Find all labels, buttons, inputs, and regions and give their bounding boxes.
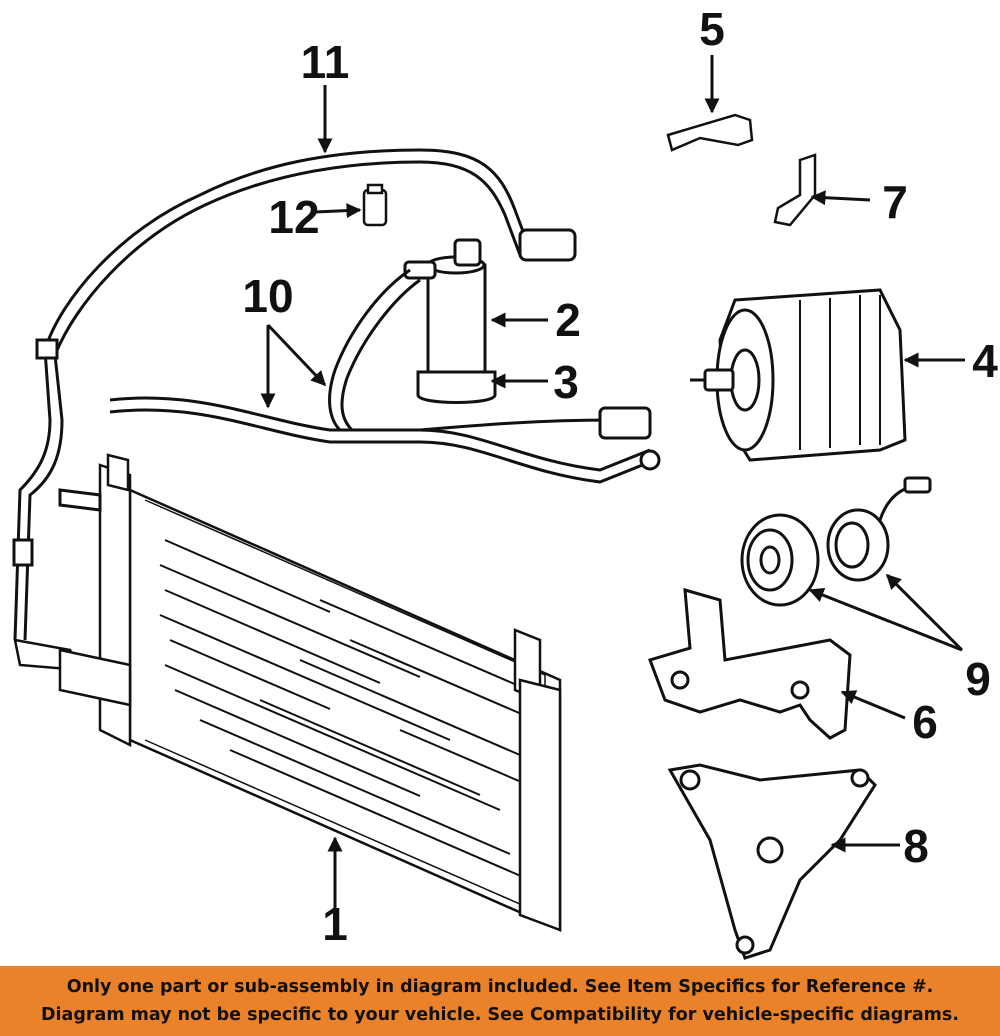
callout-labels: 1 2 3 4 5 6 7 8 9 10 11 12 — [242, 3, 998, 950]
callout-4: 4 — [972, 335, 998, 387]
disclaimer-banner: Only one part or sub-assembly in diagram… — [0, 966, 1000, 1036]
callout-11: 11 — [301, 36, 350, 88]
hose-lines-drawing — [58, 268, 661, 512]
callout-1: 1 — [322, 898, 348, 950]
disclaimer-line-1: Only one part or sub-assembly in diagram… — [66, 977, 934, 997]
callout-3: 3 — [553, 356, 579, 408]
hose-bracket-drawing — [773, 153, 817, 227]
parts-diagram: 1 2 3 4 5 6 7 8 9 10 11 12 — [12, 3, 998, 960]
callout-2: 2 — [555, 294, 581, 346]
callout-8: 8 — [903, 820, 929, 872]
pressure-switch-drawing — [362, 183, 388, 227]
compressor-drawing — [690, 288, 907, 462]
callout-leaders — [260, 55, 965, 915]
callout-12: 12 — [268, 191, 319, 243]
lower-mount-bracket-drawing — [667, 763, 877, 960]
condenser-drawing — [13, 453, 562, 932]
callout-5: 5 — [699, 3, 725, 55]
receiver-drier-drawing — [403, 238, 497, 404]
disclaimer-line-2: Diagram may not be specific to your vehi… — [41, 1005, 959, 1025]
callout-7: 7 — [882, 176, 908, 228]
callout-6: 6 — [912, 696, 938, 748]
suction-line-drawing — [12, 148, 577, 641]
compressor-mount-drawing — [648, 587, 852, 740]
callout-10: 10 — [242, 270, 293, 322]
callout-9: 9 — [965, 653, 991, 705]
upper-bracket-drawing — [666, 113, 754, 152]
clutch-assembly-drawing — [740, 476, 932, 607]
